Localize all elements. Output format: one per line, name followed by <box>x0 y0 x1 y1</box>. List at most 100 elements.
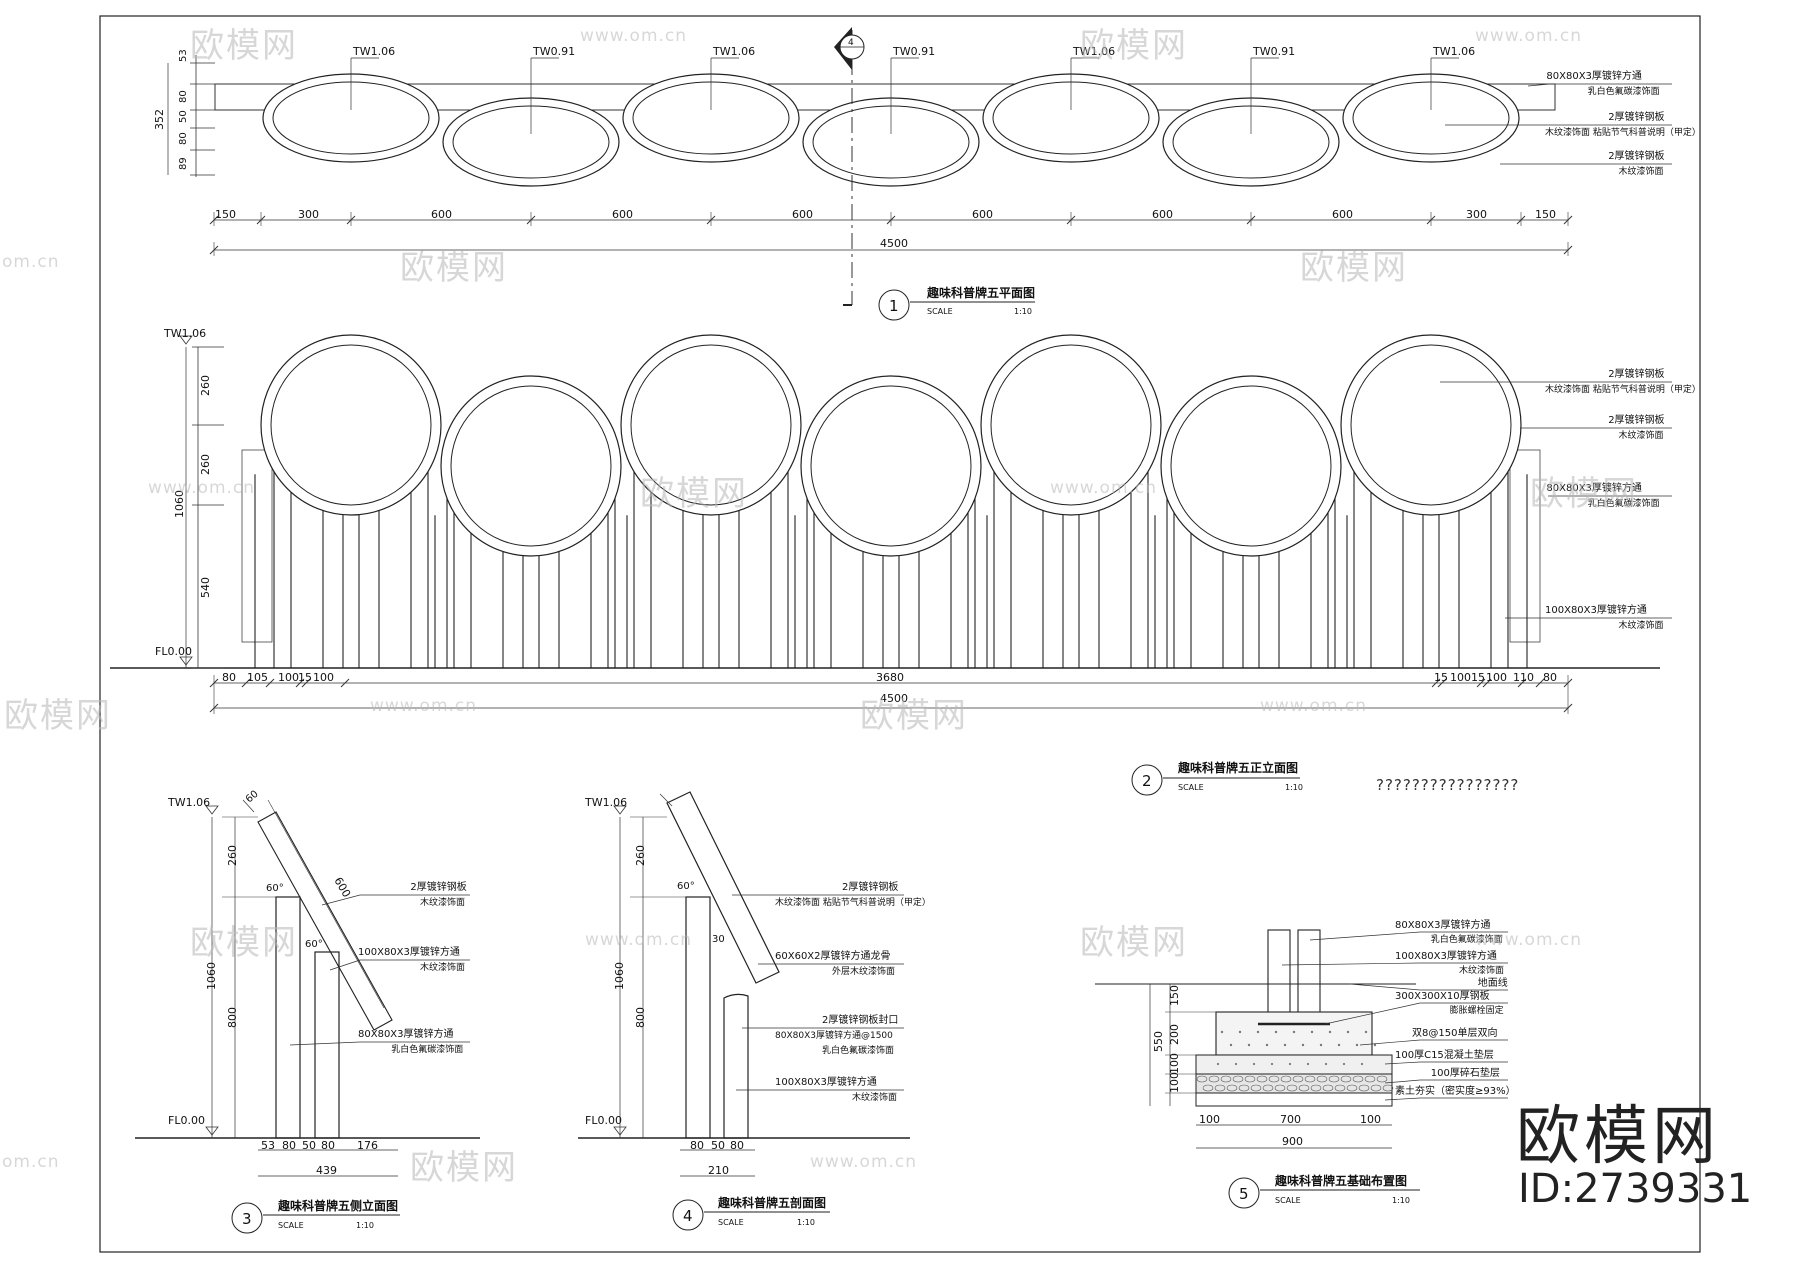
title-name: 趣味科普牌五正立面图 <box>1177 760 1298 775</box>
elev-dim: 100 <box>1486 671 1507 684</box>
side-dim: 53 <box>261 1139 275 1152</box>
elev-left-dim: 260 <box>199 375 212 396</box>
title-block-3: 3 趣味科普牌五侧立面图 SCALE 1:10 <box>231 1198 400 1234</box>
sect-dim: 50 <box>711 1139 725 1152</box>
elevation-circle-inner <box>270 344 432 506</box>
elev-left-dim: 540 <box>199 577 212 598</box>
foundation-note-text: 80X80X3厚镀锌方通 <box>1395 918 1491 931</box>
elevation-posts <box>254 460 1528 668</box>
title-number: 2 <box>1142 772 1152 790</box>
title-block-1: 1 趣味科普牌五平面图 SCALE 1:10 <box>878 285 1035 321</box>
plan-oval-label: TW1.06 <box>1432 45 1475 58</box>
plan-dim: 300 <box>1466 208 1487 221</box>
elevation-circle-inner <box>990 344 1152 506</box>
title-name: 趣味科普牌五侧立面图 <box>277 1198 398 1213</box>
section-note-text: 外层木纹漆饰面 <box>832 965 895 977</box>
brand-id: ID:2739331 <box>1518 1166 1753 1212</box>
side-dim: 176 <box>357 1139 378 1152</box>
elev-dim: 100 <box>1450 671 1471 684</box>
found-total-dim: 900 <box>1282 1135 1303 1148</box>
elev-dim: 80 <box>222 671 236 684</box>
side-note-text: 乳白色氟碳漆饰面 <box>391 1043 463 1055</box>
elevation-circles <box>260 334 1522 557</box>
sect-top-label: TW1.06 <box>584 796 627 809</box>
plan-dim: 600 <box>1332 208 1353 221</box>
section-rear-post <box>723 993 749 1139</box>
sect-left-dim: 800 <box>634 1007 647 1028</box>
elevation-circle-outer <box>1160 375 1342 557</box>
elevation-circle-inner <box>450 385 612 547</box>
elev-dim: 15 <box>298 671 312 684</box>
plan-dim: 300 <box>298 208 319 221</box>
title-scale: 1:10 <box>797 1218 815 1227</box>
sect-angle: 60° <box>677 881 695 892</box>
elevation-note-text: 80X80X3厚镀锌方通 <box>1546 481 1642 494</box>
plan-note-text: 乳白色氟碳漆饰面 <box>1588 85 1660 97</box>
foundation-note-text: 300X300X10厚钢板 <box>1395 989 1490 1002</box>
plan-left-dimension: 53 80 50 80 89 352 <box>153 49 215 177</box>
elev-left-dim: 260 <box>199 454 212 475</box>
plan-note-text: 木纹漆饰面 粘贴节气科普说明（甲定） <box>1545 126 1701 138</box>
title-scale-label: SCALE <box>1178 783 1204 792</box>
found-dim: 700 <box>1280 1113 1301 1126</box>
foundation-note-text: 素土夯实（密实度≥93%） <box>1395 1084 1516 1097</box>
side-note-text: 100X80X3厚镀锌方通 <box>358 945 460 958</box>
sect-left-total: 1060 <box>613 962 626 990</box>
elev-dim: 15 <box>1434 671 1448 684</box>
plan-dim: 150 <box>1535 208 1556 221</box>
title-name: 趣味科普牌五平面图 <box>926 285 1035 300</box>
elev-dim: 105 <box>247 671 268 684</box>
title-name: 趣味科普牌五剖面图 <box>717 1195 826 1210</box>
elevation-back-rail-right <box>1509 449 1541 643</box>
elev-floor-label: FL0.00 <box>155 645 192 658</box>
found-dim: 100 <box>1199 1113 1220 1126</box>
foundation-bottom-dimension: 100 700 100 900 <box>1196 1113 1392 1149</box>
elev-top-label: TW1.06 <box>163 327 206 340</box>
elev-left-total: 1060 <box>173 490 186 518</box>
side-note-text: 2厚镀锌钢板 <box>410 880 466 893</box>
side-rear-post <box>314 951 340 1139</box>
foundation-note-text: 100厚碎石垫层 <box>1431 1066 1500 1079</box>
elevation-circle-outer <box>980 334 1162 516</box>
title-scale: 1:10 <box>1285 783 1303 792</box>
section-bottom-dimension: 80 50 80 210 <box>680 1139 755 1177</box>
plan-note-text: 80X80X3厚镀锌方通 <box>1546 69 1642 82</box>
side-angle: 60° <box>266 883 284 894</box>
elev-dim: 15 <box>1471 671 1485 684</box>
foundation-gravel-pattern <box>1196 1030 1394 1092</box>
title-block-5: 5 趣味科普牌五基础布置图 SCALE 1:10 <box>1228 1173 1420 1209</box>
title-number: 4 <box>683 1207 693 1225</box>
elevation-back-rail-left <box>241 449 273 643</box>
elevation-note-text: 木纹漆饰面 <box>1619 429 1664 441</box>
plan-note-text: 2厚镀锌钢板 <box>1608 149 1664 162</box>
section-note-text: 木纹漆饰面 粘贴节气科普说明（甲定） <box>775 896 931 908</box>
section-note-text: 100X80X3厚镀锌方通 <box>775 1075 877 1088</box>
plan-oval-label: TW1.06 <box>1072 45 1115 58</box>
title-number: 1 <box>889 297 899 315</box>
found-left-total: 550 <box>1152 1031 1165 1052</box>
plan-left-dim: 80 <box>178 90 189 103</box>
plan-dimension-ticks <box>209 212 1573 256</box>
side-inclined-panel <box>257 811 393 1031</box>
title-scale: 1:10 <box>356 1221 374 1230</box>
found-left-dim: 200 <box>1168 1024 1181 1045</box>
title-block-4: 4 趣味科普牌五剖面图 SCALE 1:10 <box>672 1195 830 1231</box>
question-mark-placeholder: ???????????????? <box>1376 776 1520 794</box>
side-floor-label: FL0.00 <box>168 1114 205 1127</box>
elevation-circle-inner <box>810 385 972 547</box>
section-view: 260 800 1060 TW1.06 FL0.00 60° 30 80 50 … <box>578 791 931 1177</box>
side-angle: 60° <box>305 939 323 950</box>
plan-left-dim: 80 <box>178 132 189 145</box>
elevation-circle-outer <box>800 375 982 557</box>
plan-oval-label: TW0.91 <box>892 45 935 58</box>
plan-left-dim: 53 <box>178 49 189 62</box>
side-left-dim: 800 <box>226 1007 239 1028</box>
title-number: 3 <box>242 1210 252 1228</box>
side-left-dim: 260 <box>226 845 239 866</box>
plan-oval-label: TW1.06 <box>352 45 395 58</box>
sect-total-dim: 210 <box>708 1164 729 1177</box>
